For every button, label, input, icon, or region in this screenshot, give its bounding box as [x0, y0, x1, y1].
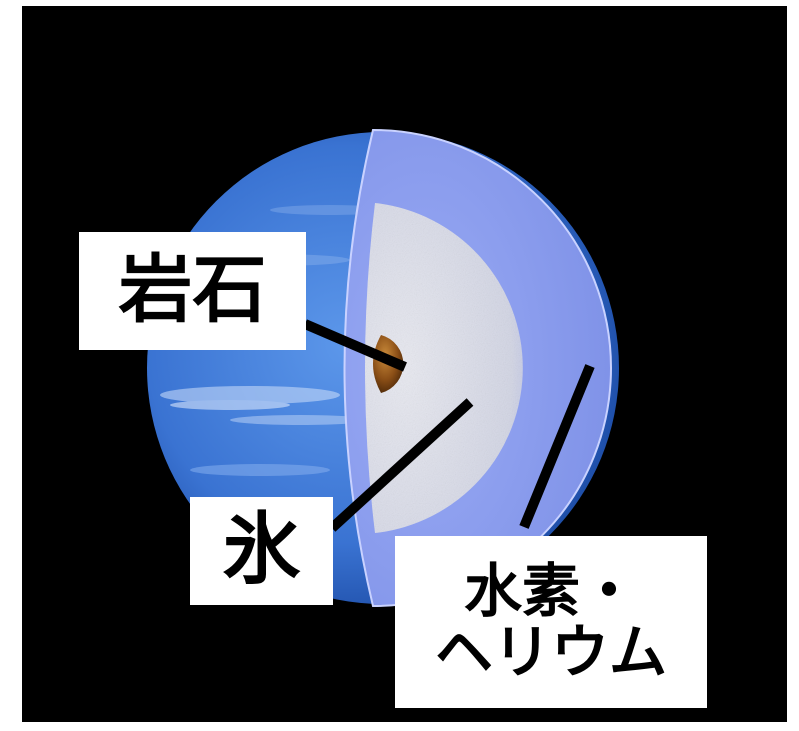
label-ice: 氷 [190, 497, 333, 605]
leader-line-rock [303, 319, 407, 372]
label-ice-text: 氷 [222, 505, 301, 596]
label-rock: 岩石 [79, 232, 306, 350]
label-hydrogen-helium-line1: 水素・ [463, 557, 638, 626]
leader-line-ice [328, 398, 474, 532]
label-hydrogen-helium: 水素・ ヘリウム [395, 536, 707, 708]
leader-line-hydrogen-helium [519, 364, 595, 529]
label-rock-text: 岩石 [118, 247, 267, 334]
label-hydrogen-helium-line2: ヘリウム [434, 618, 667, 686]
